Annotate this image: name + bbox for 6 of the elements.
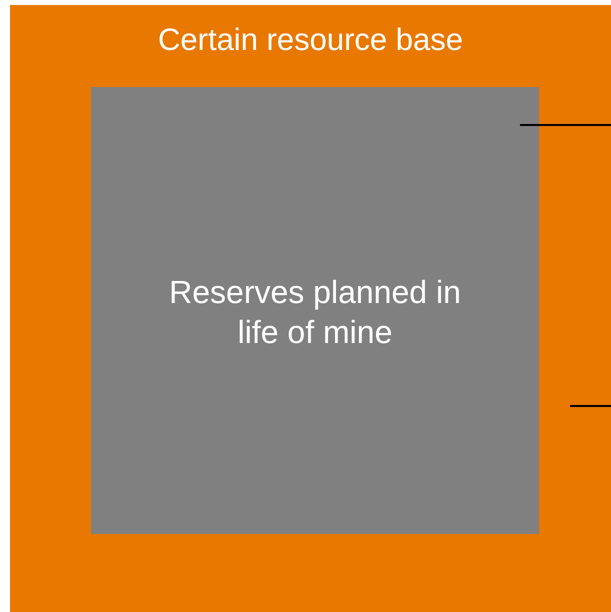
outer-region — [10, 5, 611, 612]
region-title: Certain resource base — [157, 21, 464, 59]
box-label: Reserves planned in life of mine — [168, 273, 462, 352]
leader-line — [570, 405, 611, 407]
inner-box — [91, 87, 539, 534]
leader-line — [520, 124, 611, 126]
